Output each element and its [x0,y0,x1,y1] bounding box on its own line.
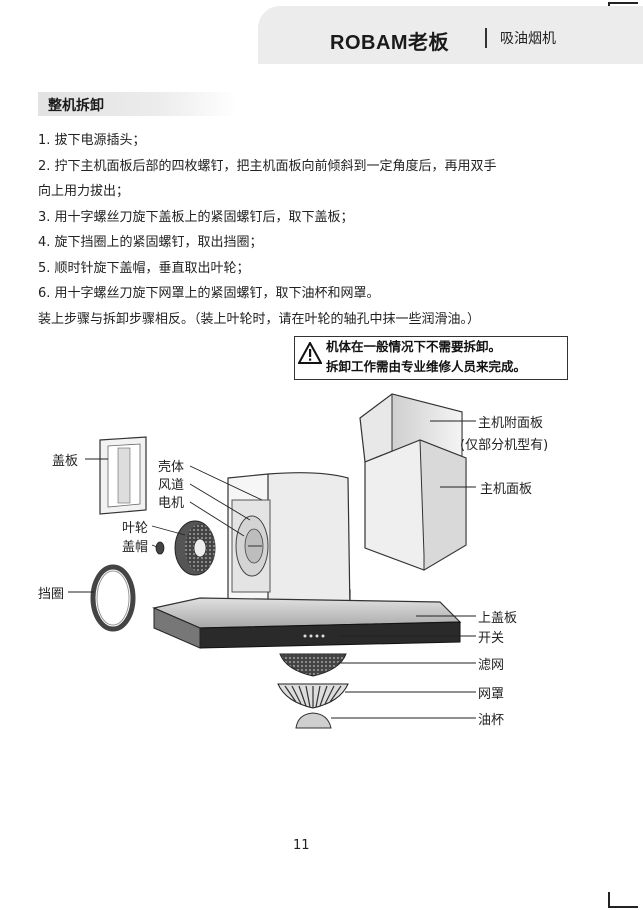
oil-cup-part [295,712,332,729]
label-retaining-ring: 挡圈 [38,587,65,602]
warning-box [294,336,568,380]
product-category: 吸油烟机 [500,31,556,47]
label-filter: 滤网 [478,658,505,673]
impeller-part [174,520,216,576]
upper-cover-part [152,597,462,649]
step-2: 2. 拧下主机面板后部的四枚螺钉，把主机面板向前倾斜到一定角度后，再用双手 [38,158,497,174]
brand-logo: ROBAM老板 [330,32,450,54]
reassembly-note: 装上步骤与拆卸步骤相反。（装上叶轮时，请在叶轮的轴孔中抹一些润滑油。） [38,311,481,327]
label-cap: 盖帽 [122,540,149,555]
step-4: 4. 旋下挡圈上的紧固螺钉，取出挡圈； [38,235,263,250]
cap-part [155,541,165,555]
main-panel-part [364,439,467,571]
switch-buttons [303,634,325,638]
label-motor: 电机 [158,496,185,511]
page-number: 11 [293,838,310,853]
retaining-ring-inner [96,570,130,626]
label-cover-plate: 盖板 [52,454,79,469]
section-title: 整机拆卸 [48,98,104,114]
warning-line-2: 拆卸工作需由专业维修人员来完成。 [326,359,527,374]
label-main-panel: 主机面板 [480,482,533,497]
filter-part [279,653,347,677]
header-tab [258,6,643,64]
step-6: 6. 用十字螺丝刀旋下网罩上的紧固螺钉，取下油杯和网罩。 [38,286,380,301]
shell-part [227,472,351,613]
label-impeller: 叶轮 [122,521,149,536]
crop-mark [608,906,638,908]
instruction-list: 1. 拔下电源插头； 2. 拧下主机面板后部的四枚螺钉，把主机面板向前倾斜到一定… [38,128,598,332]
leader-lines [68,420,476,719]
step-3: 3. 用十字螺丝刀旋下盖板上的紧固螺钉后，取下盖板； [38,209,354,225]
warning-line-1: 机体在一般情况下不需要拆卸。 [326,339,502,354]
label-air-duct: 风道 [158,478,185,493]
section-title-bar [38,92,238,116]
label-switch: 开关 [478,631,505,646]
warning-icon [298,342,322,364]
label-aux-panel-note: (仅部分机型有) [460,438,549,453]
cover-plate-part [99,436,147,515]
crop-mark [608,892,610,908]
crop-mark [608,2,638,4]
step-2-continued: 向上用力拔出； [38,184,130,199]
warning-text: 机体在一般情况下不需要拆卸。 拆卸工作需由专业维修人员来完成。 [326,337,526,377]
label-aux-panel: 主机附面板 [478,416,544,431]
step-5: 5. 顺时针旋下盖帽，垂直取出叶轮； [38,260,250,276]
label-shell: 壳体 [158,460,185,475]
mesh-cover-part [277,683,349,709]
retaining-ring-part [90,564,136,632]
step-1: 1. 拔下电源插头； [38,133,146,148]
label-mesh-cover: 网罩 [478,687,505,702]
label-upper-cover: 上盖板 [478,611,518,626]
label-oil-cup: 油杯 [478,713,505,728]
header-divider [485,28,487,48]
